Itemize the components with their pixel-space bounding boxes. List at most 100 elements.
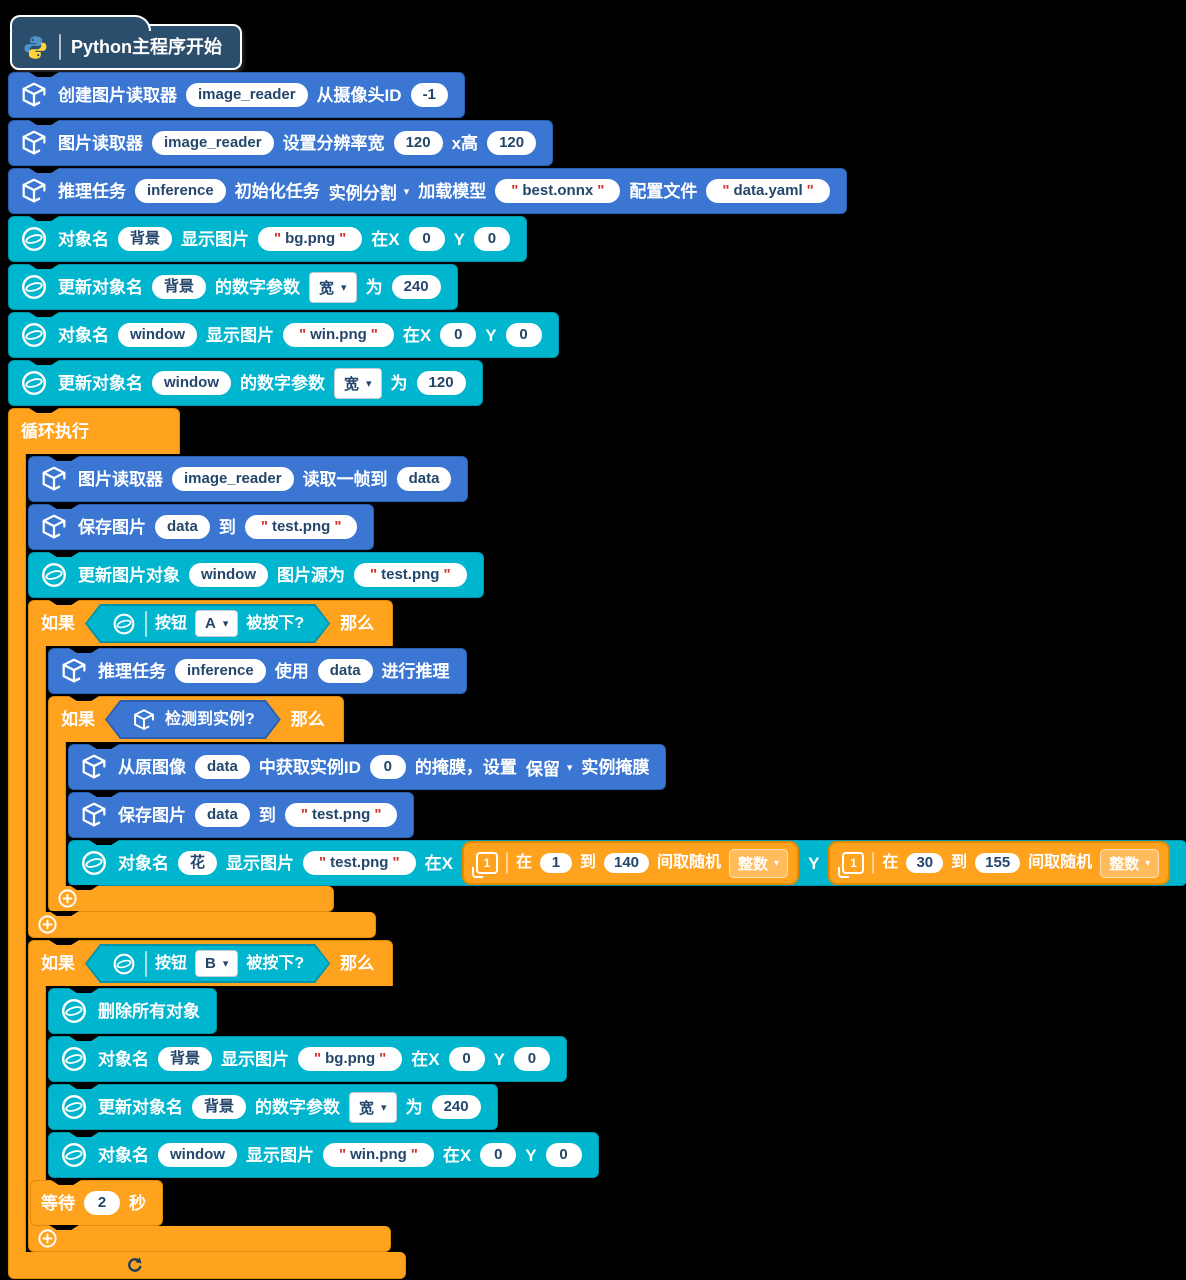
- string-pill[interactable]: "test.png": [354, 562, 467, 588]
- if-detect-end-bar[interactable]: [48, 886, 334, 912]
- value-pill[interactable]: 0: [448, 1046, 485, 1072]
- block-init-inference-task[interactable]: 推理任务 inference 初始化任务 实例分割▾ 加载模型 "best.on…: [8, 168, 847, 214]
- string-pill[interactable]: "bg.png": [258, 226, 363, 252]
- integer-dropdown[interactable]: 整数▾: [729, 848, 789, 878]
- string-pill[interactable]: "win.png": [323, 1142, 434, 1168]
- value-pill[interactable]: 120: [393, 130, 443, 156]
- block-read-frame[interactable]: 图片读取器 image_reader 读取一帧到 data: [28, 456, 469, 502]
- value-pill[interactable]: window: [118, 322, 197, 348]
- button-dropdown[interactable]: B▾: [195, 950, 238, 977]
- block-run-inference[interactable]: 推理任务 inference 使用 data 进行推理: [48, 648, 467, 694]
- value-pill[interactable]: 30: [906, 852, 944, 874]
- value-pill[interactable]: inference: [135, 178, 226, 204]
- block-show-image-bg[interactable]: 对象名 背景 显示图片 "bg.png" 在X 0 Y 0: [8, 216, 527, 262]
- random-int-x-reporter[interactable]: 1 在 1 到 140 间取随机 整数▾: [461, 841, 800, 885]
- if-keyword: 如果: [41, 954, 75, 973]
- param-dropdown[interactable]: 宽▾: [349, 1091, 397, 1123]
- value-pill[interactable]: 155: [975, 852, 1021, 874]
- value-pill[interactable]: window: [189, 562, 268, 588]
- string-pill[interactable]: "bg.png": [298, 1046, 403, 1072]
- block-delete-all-objects[interactable]: 删除所有对象: [48, 988, 217, 1034]
- if-a-end-bar[interactable]: [28, 912, 376, 938]
- forever-loop-footer[interactable]: [8, 1252, 406, 1279]
- value-pill[interactable]: 0: [473, 226, 510, 252]
- string-pill[interactable]: "data.yaml": [706, 178, 830, 204]
- if-button-b-block[interactable]: 如果 按钮 B▾ 被按下? 那么: [28, 940, 599, 1252]
- block-update-image-object[interactable]: 更新图片对象 window 图片源为 "test.png": [28, 552, 484, 598]
- block-show-image-bg[interactable]: 对象名 背景 显示图片 "bg.png" 在X 0 Y 0: [48, 1036, 567, 1082]
- block-save-image[interactable]: 保存图片 data 到 "test.png": [68, 792, 415, 838]
- hat-python-main-start[interactable]: Python主程序开始: [10, 15, 242, 70]
- param-dropdown[interactable]: 宽▾: [334, 367, 382, 399]
- block-set-resolution[interactable]: 图片读取器 image_reader 设置分辨率宽 120 x高 120: [8, 120, 554, 166]
- forever-loop-header[interactable]: 循环执行: [8, 408, 180, 454]
- if-detect-header[interactable]: 如果 检测到实例? 那么: [48, 696, 344, 742]
- value-pill[interactable]: -1: [410, 82, 448, 108]
- value-pill[interactable]: 140: [603, 852, 650, 874]
- value-pill[interactable]: 240: [431, 1094, 481, 1120]
- value-pill[interactable]: 120: [416, 370, 466, 396]
- value-pill[interactable]: 0: [440, 322, 477, 348]
- value-pill[interactable]: data: [396, 466, 452, 492]
- add-else-button[interactable]: [37, 914, 58, 935]
- string-pill[interactable]: "test.png": [303, 850, 416, 876]
- block-show-image-flower[interactable]: 对象名 花 显示图片 "test.png" 在X 1: [68, 840, 1186, 886]
- block-get-instance-mask[interactable]: 从原图像 data 中获取实例ID 0 的掩膜，设置 保留▾ 实例掩膜: [68, 744, 667, 790]
- value-pill[interactable]: 背景: [192, 1094, 247, 1120]
- value-pill[interactable]: 0: [545, 1142, 582, 1168]
- value-pill[interactable]: 0: [408, 226, 445, 252]
- string-pill[interactable]: "win.png": [283, 322, 394, 348]
- condition-instance-detected[interactable]: 检测到实例?: [105, 700, 281, 739]
- block-show-image-window[interactable]: 对象名 window 显示图片 "win.png" 在X 0 Y 0: [48, 1132, 599, 1178]
- mask-mode-dropdown[interactable]: 保留▾: [526, 755, 573, 780]
- value-pill[interactable]: image_reader: [186, 82, 308, 108]
- value-pill[interactable]: window: [152, 370, 231, 396]
- value-pill[interactable]: data: [155, 514, 210, 540]
- value-pill[interactable]: data: [317, 658, 373, 684]
- add-else-button[interactable]: [57, 888, 78, 909]
- value-pill[interactable]: window: [158, 1142, 237, 1168]
- block-save-image[interactable]: 保存图片 data 到 "test.png": [28, 504, 375, 550]
- block-label: 等待: [41, 1193, 75, 1213]
- string-pill[interactable]: "test.png": [284, 802, 398, 828]
- value-pill[interactable]: image_reader: [152, 130, 274, 156]
- value-pill[interactable]: 背景: [152, 274, 207, 300]
- param-dropdown[interactable]: 宽▾: [309, 271, 357, 303]
- block-wait-seconds[interactable]: 等待 2 秒: [30, 1180, 163, 1226]
- value-pill[interactable]: 0: [513, 1046, 550, 1072]
- block-update-object-bg-width[interactable]: 更新对象名 背景 的数字参数 宽▾ 为 240: [8, 264, 458, 310]
- task-type-dropdown[interactable]: 实例分割▾: [329, 179, 410, 204]
- string-pill[interactable]: "best.onnx": [495, 178, 621, 204]
- if-b-header[interactable]: 如果 按钮 B▾ 被按下? 那么: [28, 940, 394, 986]
- value-pill[interactable]: 1: [539, 852, 572, 874]
- value-pill[interactable]: 2: [84, 1190, 120, 1216]
- if-b-end-bar[interactable]: [28, 1226, 391, 1252]
- if-a-header[interactable]: 如果 按钮 A▾ 被按下? 那么: [28, 600, 394, 646]
- value-pill[interactable]: 120: [487, 130, 537, 156]
- value-pill[interactable]: 0: [505, 322, 542, 348]
- random-int-y-reporter[interactable]: 1 在 30 到 155 间取随机 整数▾: [828, 841, 1171, 885]
- forever-loop-block[interactable]: 循环执行 图片读取器 image_reader 读取一帧到 data 保存图片 …: [8, 408, 1186, 1279]
- value-pill[interactable]: data: [195, 754, 250, 780]
- if-instance-detected-block[interactable]: 如果 检测到实例? 那么: [48, 696, 1186, 912]
- value-pill[interactable]: inference: [175, 658, 266, 684]
- value-pill[interactable]: image_reader: [172, 466, 294, 492]
- condition-button-a-pressed[interactable]: 按钮 A▾ 被按下?: [85, 604, 330, 643]
- condition-button-b-pressed[interactable]: 按钮 B▾ 被按下?: [85, 944, 330, 983]
- value-pill[interactable]: 0: [480, 1142, 517, 1168]
- if-button-a-block[interactable]: 如果 按钮 A▾ 被按下? 那么: [28, 600, 1186, 938]
- add-else-button[interactable]: [37, 1228, 58, 1249]
- block-create-image-reader[interactable]: 创建图片读取器 image_reader 从摄像头ID -1: [8, 72, 465, 118]
- value-pill[interactable]: 花: [178, 850, 218, 876]
- block-update-object-bg-width[interactable]: 更新对象名 背景 的数字参数 宽▾ 为 240: [48, 1084, 498, 1130]
- value-pill[interactable]: 0: [369, 754, 406, 780]
- button-dropdown[interactable]: A▾: [195, 610, 238, 637]
- block-show-image-window[interactable]: 对象名 window 显示图片 "win.png" 在X 0 Y 0: [8, 312, 559, 358]
- value-pill[interactable]: 背景: [118, 226, 173, 252]
- value-pill[interactable]: 背景: [158, 1046, 213, 1072]
- block-update-object-window-width[interactable]: 更新对象名 window 的数字参数 宽▾ 为 120: [8, 360, 483, 406]
- value-pill[interactable]: 240: [391, 274, 441, 300]
- value-pill[interactable]: data: [195, 802, 250, 828]
- string-pill[interactable]: "test.png": [244, 514, 358, 540]
- integer-dropdown[interactable]: 整数▾: [1100, 848, 1160, 878]
